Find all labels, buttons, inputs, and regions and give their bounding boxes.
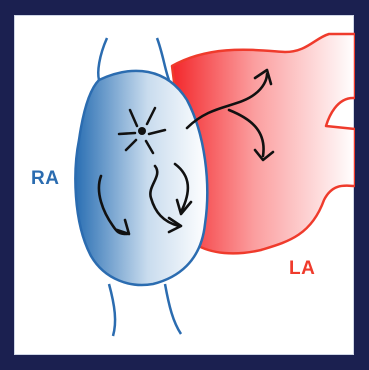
heart-atria-diagram: RA LA xyxy=(15,16,355,356)
left-atrium-label: LA xyxy=(289,258,315,279)
inferior-vena-cava-left-wall xyxy=(109,284,115,336)
right-atrium-label: RA xyxy=(31,168,59,189)
superior-vena-cava-right-wall xyxy=(157,38,169,80)
inferior-vena-cava-right-wall xyxy=(165,284,181,334)
right-atrium-shape xyxy=(75,71,207,285)
superior-vena-cava-left-wall xyxy=(98,38,107,80)
diagram-panel: RA LA xyxy=(14,15,354,355)
